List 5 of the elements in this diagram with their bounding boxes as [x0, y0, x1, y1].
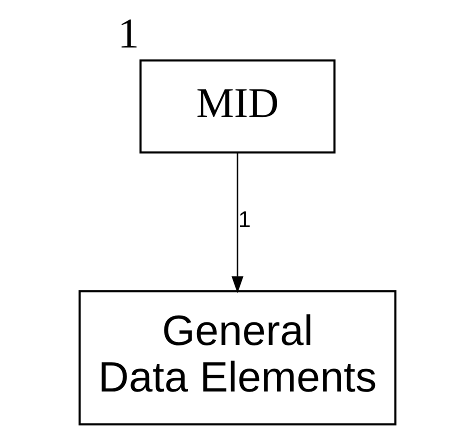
node-label: 1	[118, 10, 140, 58]
node-box: MID	[139, 59, 336, 154]
node-box: General Data Elements	[78, 290, 396, 426]
arrow	[232, 152, 244, 294]
edge-label: 1	[238, 207, 251, 232]
